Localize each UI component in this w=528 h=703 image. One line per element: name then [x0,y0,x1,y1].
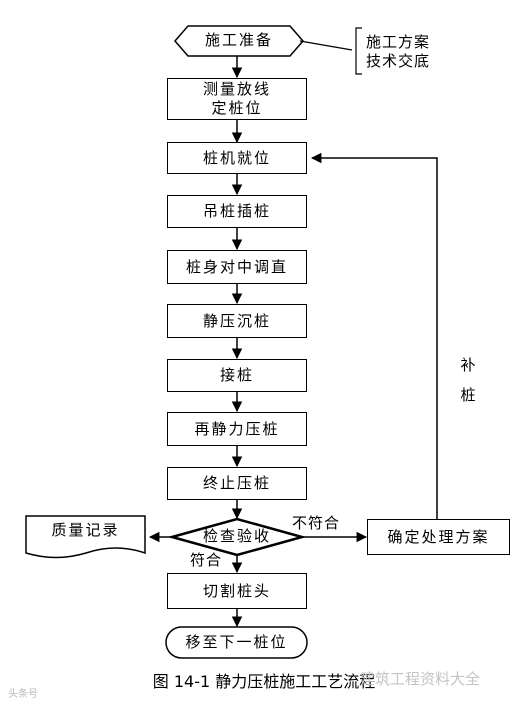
watermark-bottom-right: 建筑工程资料大全 [360,670,481,688]
remedy-plan-box: 确定处理方案 [367,519,510,555]
start-terminal-shape [174,25,304,57]
watermark-bottom-left: 头条号 [8,689,38,700]
preparation-note: 施工方案 技术交底 [366,33,431,70]
step-cut-pile-head: 切割桩头 [167,573,307,609]
note-bracket [355,27,362,75]
end-terminal-shape [165,626,308,659]
reject-branch-label: 不符合 [292,514,341,532]
note-bracket-line [299,40,353,51]
supplement-pile-label: 补 桩 [460,356,476,404]
step-re-press-pile: 再静力压桩 [167,412,307,446]
step-stop-pressing: 终止压桩 [167,467,307,500]
step-static-press-sink: 静压沉桩 [167,304,307,338]
step-splice-pile: 接桩 [167,359,307,392]
decision-label: 检查验收 [202,527,271,545]
end-label: 移至下一桩位 [185,633,288,651]
quality-record-label: 质量记录 [51,521,120,539]
figure-caption: 图 14-1 静力压桩施工工艺流程 [152,672,376,691]
accept-branch-label: 符合 [190,551,223,569]
record-document-shape [25,515,146,559]
start-label: 施工准备 [204,31,273,49]
decision-shape [167,517,307,557]
step-survey-positioning: 测量放线 定桩位 [167,78,307,120]
step-pile-driver-positioning: 桩机就位 [167,142,307,174]
arrow-remedy-loop-back [310,152,438,519]
step-lift-and-insert-pile: 吊桩插桩 [167,195,307,228]
step-align-pile-body: 桩身对中调直 [167,250,307,284]
